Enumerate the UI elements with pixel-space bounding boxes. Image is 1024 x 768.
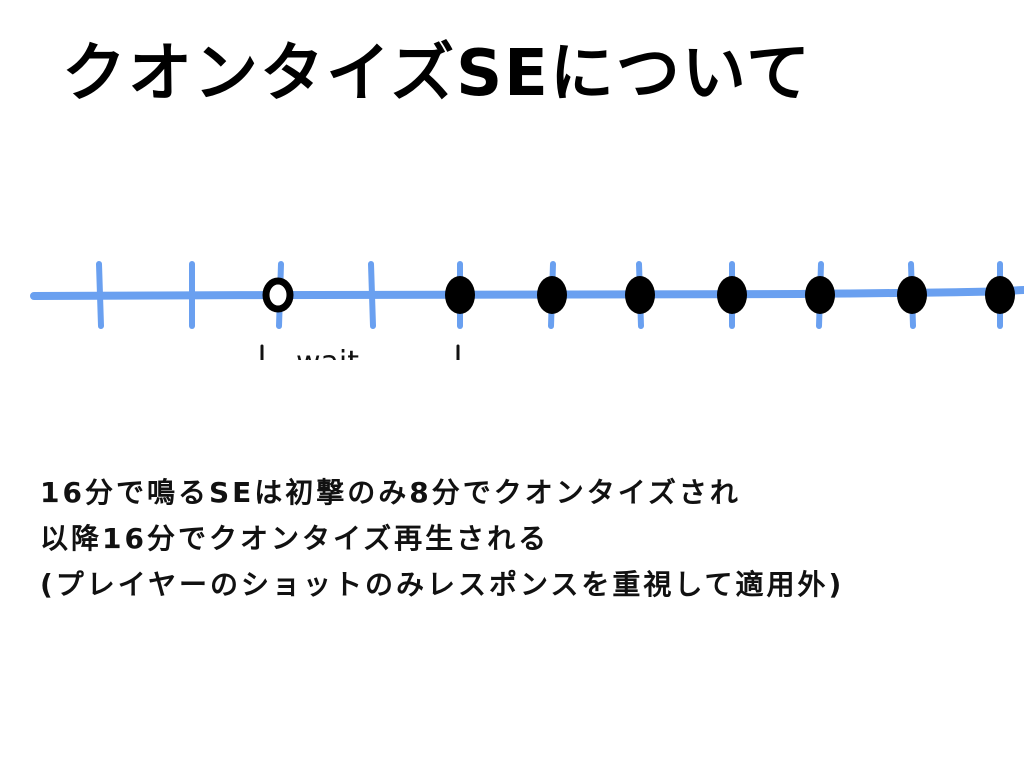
wait-bracket-left xyxy=(260,344,264,360)
timeline-tick xyxy=(368,261,376,329)
wait-bracket-right xyxy=(456,344,460,360)
note-line-2: 以降16分でクオンタイズ再生される xyxy=(40,522,550,555)
timeline-axis-line xyxy=(30,286,1024,300)
timeline-marks-group xyxy=(262,276,1015,314)
timeline-diagram: wait xyxy=(30,261,1024,360)
timeline-axis-group xyxy=(30,261,1024,329)
beat-marker-filled xyxy=(625,276,655,314)
beat-marker-filled xyxy=(717,276,747,314)
wait-bracket: wait xyxy=(260,344,460,360)
note-line-3: (プレイヤーのショットのみレスポンスを重視して適用外) xyxy=(40,568,845,601)
wait-label: wait xyxy=(296,345,359,360)
beat-marker-filled xyxy=(897,276,927,314)
notes: 16分で鳴るSEは初撃のみ8分でクオンタイズされ 以降16分でクオンタイズ再生さ… xyxy=(40,470,844,608)
beat-marker-filled xyxy=(537,276,567,314)
beat-marker-filled xyxy=(805,276,835,314)
beat-marker-filled xyxy=(445,276,475,314)
beat-marker-filled xyxy=(985,276,1015,314)
note-line-1: 16分で鳴るSEは初撃のみ8分でクオンタイズされ xyxy=(40,476,741,509)
page-title: クオンタイズSEについて xyxy=(62,37,812,111)
timeline-tick xyxy=(96,261,104,329)
beat-marker-hollow xyxy=(262,277,294,313)
